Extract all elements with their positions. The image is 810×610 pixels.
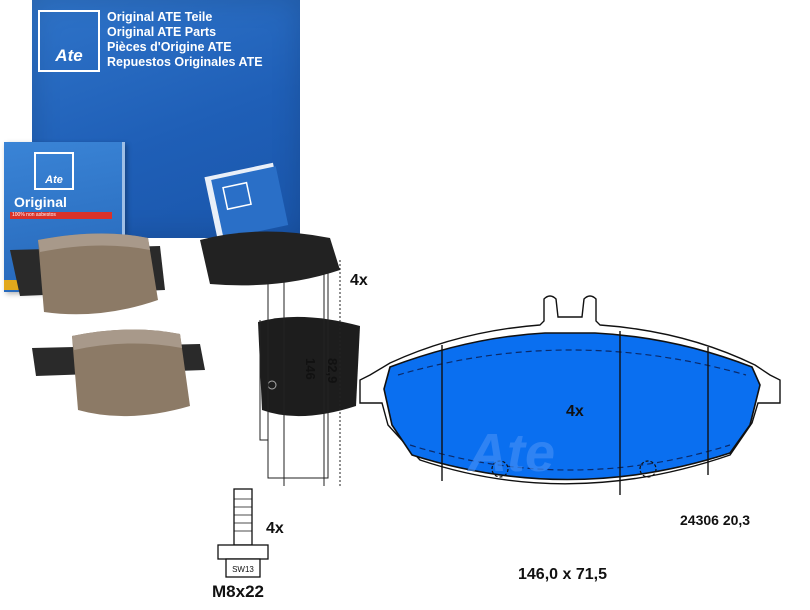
leaflet-graphic (204, 162, 289, 239)
dimensions-label: 146,0 x 71,5 (518, 566, 607, 583)
bolt-size-label: M8x22 (212, 582, 264, 601)
part-number-label: 24306 20,3 (680, 512, 751, 528)
pad-photo-2 (32, 329, 205, 417)
bolt-head-label: SW13 (232, 565, 254, 574)
box-line-1: Original ATE Teile (107, 10, 213, 24)
box-line-2: Original ATE Parts (107, 25, 217, 39)
blue-pad-drawing: Ate (359, 295, 781, 495)
dim-82-label: 82,9 (325, 358, 340, 383)
ate-watermark: Ate (466, 423, 555, 483)
ate-small-logo: Ate (34, 152, 74, 190)
box-line-4: Repuestos Originales ATE (107, 55, 263, 69)
pad-friction-area (383, 332, 761, 481)
qty-side-label: 4x (350, 272, 368, 289)
qty-pad-label: 4x (566, 403, 584, 420)
bolt-drawing: SW13 (217, 488, 269, 578)
small-box-title: Original (14, 194, 67, 210)
side-view-drawing: 146 82,9 (259, 244, 341, 488)
box-text-lines: Original ATE Teile Original ATE Parts Pi… (107, 10, 263, 70)
ate-logo: Ate (38, 10, 100, 72)
dim-146-label: 146 (303, 358, 318, 380)
qty-bolt-label: 4x (266, 520, 284, 537)
box-line-3: Pièces d'Origine ATE (107, 40, 232, 54)
pad-photo-1 (10, 233, 165, 315)
small-box-strip: 100% non asbestos (10, 212, 112, 219)
